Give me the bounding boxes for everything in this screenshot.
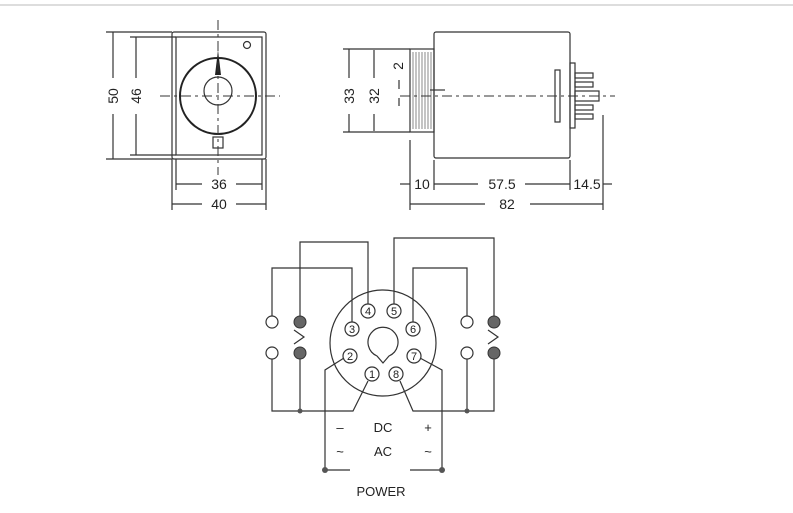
- pin-5: 5: [391, 306, 397, 318]
- power-terminal-left: [322, 467, 328, 473]
- pin-2: 2: [347, 351, 353, 363]
- pin-4: 4: [365, 306, 371, 318]
- pin-1: 1: [369, 369, 375, 381]
- relay-body: [433, 31, 571, 159]
- dim-front-height-inner: 46: [128, 88, 144, 104]
- power-terminal-right: [439, 467, 445, 473]
- dim-knob-height-inner: 32: [366, 88, 382, 104]
- wiring-diagram: 1 2 3 4 5 6 7 8 – DC + ~ AC ~ POWER: [265, 237, 501, 499]
- left-contacts: [265, 315, 307, 360]
- dim-pin-length: 14.5: [573, 176, 600, 192]
- dim-total-length: 82: [499, 196, 515, 212]
- dim-body-length: 57.5: [488, 176, 515, 192]
- socket-key-hole: [367, 326, 399, 364]
- pin-3: 3: [349, 324, 355, 336]
- pin-7: 7: [411, 351, 417, 363]
- dim-front-width-inner: 36: [211, 176, 227, 192]
- front-view: 50 46 36 40: [105, 20, 280, 212]
- pin-8: 8: [393, 369, 399, 381]
- dc-minus-label: –: [336, 420, 344, 435]
- side-view: 33 32 2 10 57.5 14.5 82: [341, 31, 615, 212]
- socket-outline: [329, 289, 437, 397]
- dim-shaft-offset: 2: [390, 62, 406, 70]
- ac-label: AC: [374, 444, 392, 459]
- ac-right-label: ~: [424, 444, 432, 459]
- dc-label: DC: [374, 420, 393, 435]
- dim-front-width-outer: 40: [211, 196, 227, 212]
- dim-front-height-outer: 50: [105, 88, 121, 104]
- indicator-led-icon: [242, 40, 252, 50]
- ac-left-label: ~: [336, 444, 344, 459]
- dc-plus-label: +: [424, 420, 432, 435]
- right-contacts: [460, 315, 501, 360]
- power-label: POWER: [356, 484, 405, 499]
- socket-pins: 1 2 3 4 5 6 7 8: [342, 303, 422, 382]
- dim-knob-height-outer: 33: [341, 88, 357, 104]
- dim-knob-depth: 10: [414, 176, 430, 192]
- pin-6: 6: [410, 324, 416, 336]
